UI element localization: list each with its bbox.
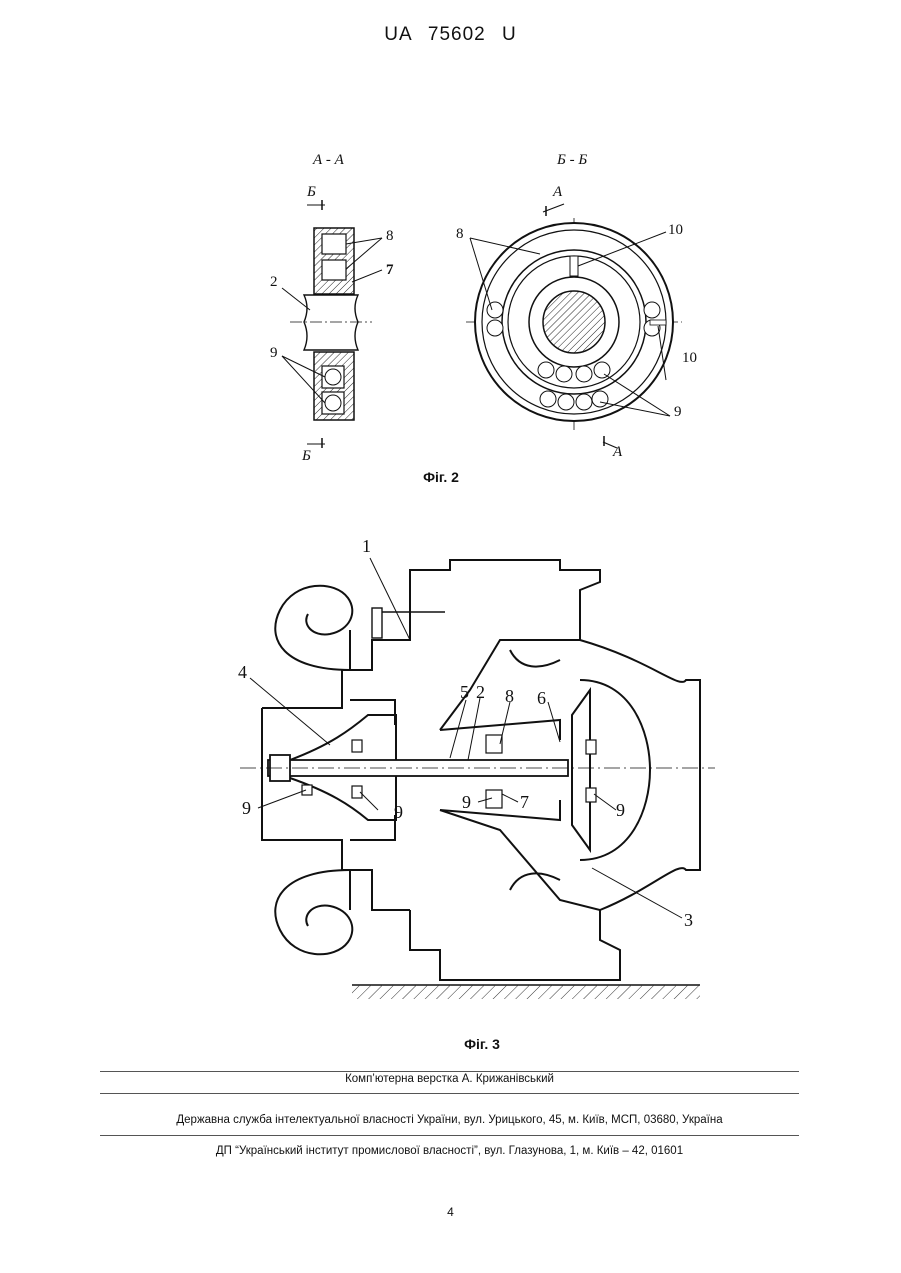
section-bb-drawing xyxy=(466,204,682,448)
callout-8-left: 8 xyxy=(386,228,394,245)
footer-office-address: Державна служба інтелектуальної власност… xyxy=(100,1114,799,1126)
callout-9-right: 9 xyxy=(616,800,625,821)
callout-9-left: 9 xyxy=(242,798,251,819)
callout-5: 5 xyxy=(460,682,469,703)
callout-10-top: 10 xyxy=(668,222,683,239)
callout-7: 7 xyxy=(520,792,529,813)
section-label-aa: А - А xyxy=(313,152,344,169)
cut-label-b-top: Б xyxy=(307,184,316,201)
callout-1: 1 xyxy=(362,536,371,557)
callout-10-side: 10 xyxy=(682,350,697,367)
footer-layout-credit: Комп’ютерна верстка А. Крижанівський xyxy=(100,1073,799,1085)
section-label-bb: Б - Б xyxy=(557,152,587,169)
callout-3: 3 xyxy=(684,910,693,931)
footer-rule-1 xyxy=(100,1071,799,1072)
figure-3-drawing xyxy=(0,530,901,1010)
figure-2: А - А Б - Б xyxy=(0,140,901,500)
callout-8-right: 8 xyxy=(456,226,464,243)
cut-label-a-top: А xyxy=(553,184,562,201)
section-aa-drawing xyxy=(282,200,382,448)
patent-number: UA 75602 U xyxy=(0,24,901,46)
cut-label-a-bottom: А xyxy=(613,444,622,461)
callout-9-center: 9 xyxy=(462,792,471,813)
callout-6: 6 xyxy=(537,688,546,709)
callout-4: 4 xyxy=(238,662,247,683)
cut-label-b-bottom: Б xyxy=(302,448,311,465)
footer-rule-3 xyxy=(100,1135,799,1136)
callout-9-center-left: 9 xyxy=(394,802,403,823)
callout-2: 2 xyxy=(476,682,485,703)
footer-institute-address: ДП “Український інститут промислової вла… xyxy=(100,1145,799,1157)
callout-2-left: 2 xyxy=(270,274,278,291)
callout-8: 8 xyxy=(505,686,514,707)
callout-9-left: 9 xyxy=(270,345,278,362)
figure-2-drawing xyxy=(0,170,901,500)
figure-2-caption: Фіг. 2 xyxy=(381,469,501,485)
footer-rule-2 xyxy=(100,1093,799,1094)
callout-9-right: 9 xyxy=(674,404,682,421)
page-number: 4 xyxy=(0,1205,901,1219)
figure-3: 1 4 5 2 8 6 9 9 9 7 9 3 Фіг. 3 xyxy=(0,530,901,1060)
figure-3-caption: Фіг. 3 xyxy=(422,1036,542,1052)
callout-7-left: 7 xyxy=(386,262,394,279)
